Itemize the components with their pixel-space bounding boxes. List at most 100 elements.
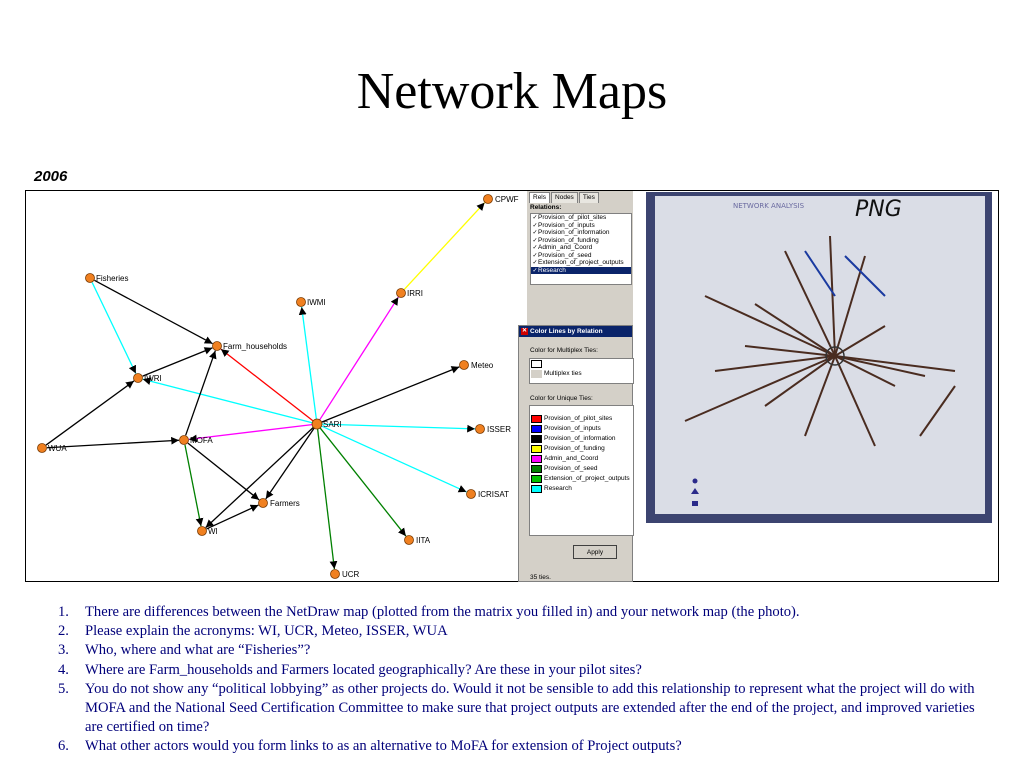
hand-drawn-network-photo: PNG NETWORK ANALYSIS: [646, 192, 992, 523]
checkbox-icon[interactable]: ✓: [532, 260, 538, 266]
node-farmers[interactable]: [258, 498, 268, 508]
checkbox-icon[interactable]: ✓: [532, 252, 538, 259]
dialog-titlebar: ✕Color Lines by Relation: [519, 326, 632, 337]
relation-item[interactable]: ✓Admin_and_Coord: [531, 244, 631, 252]
multiplex-swatch[interactable]: [531, 360, 542, 368]
relation-item[interactable]: ✓Provision_of_pilot_sites: [531, 214, 631, 222]
relation-item[interactable]: ✓Provision_of_funding: [531, 237, 631, 245]
multiplex-swatch-blank: [531, 370, 542, 378]
color-row[interactable]: Provision_of_inputs: [530, 424, 633, 434]
color-row-label: Provision_of_inputs: [544, 425, 601, 432]
relation-item[interactable]: ✓Provision_of_inputs: [531, 222, 631, 230]
color-swatch[interactable]: [531, 485, 542, 493]
multiplex-list: Multiplex ties: [529, 358, 634, 384]
color-swatch[interactable]: [531, 455, 542, 463]
node-label-mofa: MOFA: [190, 436, 213, 445]
edge-wi-farmers: [206, 504, 259, 530]
node-label-iwmi: IWMI: [307, 298, 326, 307]
question-item: 3. Who, where and what are “Fisheries”?: [58, 641, 988, 660]
node-label-wua: WUA: [48, 444, 67, 453]
node-iita[interactable]: [404, 535, 414, 545]
checkbox-icon[interactable]: ✓: [532, 237, 538, 244]
edge-mofa-wi: [184, 444, 204, 527]
node-meteo[interactable]: [459, 360, 469, 370]
relation-label: Provision_of_pilot_sites: [538, 214, 607, 221]
node-icrisat[interactable]: [466, 489, 476, 499]
node-sari[interactable]: [311, 418, 323, 430]
node-iwri[interactable]: [133, 373, 143, 383]
relation-item[interactable]: ✓Provision_of_information: [531, 229, 631, 237]
relation-item[interactable]: ✓Provision_of_seed: [531, 252, 631, 260]
netdraw-app-icon: ✕: [521, 327, 528, 335]
color-swatch[interactable]: [531, 465, 542, 473]
checkbox-icon[interactable]: ✓: [532, 230, 538, 236]
color-row[interactable]: Provision_of_information: [530, 434, 633, 444]
node-mofa[interactable]: [179, 435, 189, 445]
question-number: 4.: [58, 661, 69, 678]
node-fisheries[interactable]: [85, 273, 95, 283]
edge-sari-mofa: [188, 423, 313, 443]
node-farm-households[interactable]: [212, 341, 222, 351]
dialog-title: Color Lines by Relation: [530, 328, 603, 335]
relation-label: Extension_of_project_outputs: [538, 259, 624, 266]
edge-sari-farm_households: [220, 348, 314, 422]
checkbox-icon[interactable]: ✓: [532, 215, 538, 221]
relation-label: Provision_of_funding: [538, 236, 599, 244]
question-text: Who, where and what are “Fisheries”?: [85, 642, 311, 659]
color-row[interactable]: Research: [530, 484, 633, 494]
question-number: 3.: [58, 642, 69, 659]
apply-button[interactable]: Apply: [573, 545, 617, 559]
sketch-drawing: PNG NETWORK ANALYSIS: [684, 197, 956, 506]
color-row[interactable]: Extension_of_project_outputs: [530, 474, 633, 484]
relations-list: ✓Provision_of_pilot_sites✓Provision_of_i…: [530, 213, 632, 285]
multiplex-row[interactable]: [530, 359, 633, 369]
checkbox-icon[interactable]: ✓: [532, 222, 538, 229]
color-row[interactable]: Provision_of_pilot_sites: [530, 414, 633, 424]
color-row[interactable]: Admin_and_Coord: [530, 454, 633, 464]
color-row-label: Admin_and_Coord: [544, 455, 599, 462]
node-irri[interactable]: [396, 288, 406, 298]
color-swatch[interactable]: [531, 435, 542, 443]
photo-caption: NETWORK ANALYSIS: [733, 202, 805, 210]
node-label-iwri: IWRI: [144, 374, 162, 383]
color-row-label: Provision_of_funding: [544, 445, 605, 452]
edge-fisheries-iwri: [91, 282, 137, 374]
color-swatch[interactable]: [531, 475, 542, 483]
node-ucr[interactable]: [330, 569, 340, 579]
relation-item[interactable]: ✓Research: [531, 266, 631, 274]
node-wi[interactable]: [197, 526, 207, 536]
checkbox-icon[interactable]: ✓: [532, 267, 538, 274]
question-number: 1.: [58, 604, 69, 620]
node-label-farmers: Farmers: [270, 499, 300, 508]
relation-label: Provision_of_information: [538, 229, 610, 236]
node-label-ucr: UCR: [342, 570, 360, 579]
question-text: What other actors would you form links t…: [85, 738, 682, 755]
edge-sari-iwri: [142, 377, 313, 424]
node-iwmi[interactable]: [296, 297, 306, 307]
tab-ties[interactable]: Ties: [578, 192, 599, 203]
node-wua[interactable]: [37, 443, 47, 453]
node-label-wi: WI: [208, 527, 218, 536]
question-item: 4.Where are Farm_households and Farmers …: [58, 661, 988, 680]
color-row[interactable]: Provision_of_funding: [530, 444, 633, 454]
color-swatch[interactable]: [531, 415, 542, 423]
tab-nodes[interactable]: Nodes: [551, 192, 578, 203]
tab-rels[interactable]: Rels: [529, 192, 551, 203]
edge-fisheries-farm_households: [94, 279, 213, 345]
node-label-cpwf: CPWF: [495, 195, 519, 204]
color-row[interactable]: Provision_of_seed: [530, 464, 633, 474]
edge-sari-iwmi: [298, 306, 317, 420]
node-label-isser: ISSER: [487, 425, 511, 434]
color-swatch[interactable]: [531, 425, 542, 433]
relation-label: Research: [538, 266, 566, 274]
node-label-icrisat: ICRISAT: [478, 490, 509, 499]
question-list: 1.There are differences between the NetD…: [58, 603, 988, 757]
relation-item[interactable]: ✓Extension_of_project_outputs: [531, 259, 631, 267]
checkbox-icon[interactable]: ✓: [532, 245, 538, 251]
color-swatch[interactable]: [531, 445, 542, 453]
node-isser[interactable]: [475, 424, 485, 434]
edge-sari-farmers: [265, 427, 315, 500]
color-row-label: Provision_of_seed: [544, 465, 598, 472]
multiplex-row-label[interactable]: Multiplex ties: [530, 369, 633, 379]
node-cpwf[interactable]: [483, 194, 493, 204]
